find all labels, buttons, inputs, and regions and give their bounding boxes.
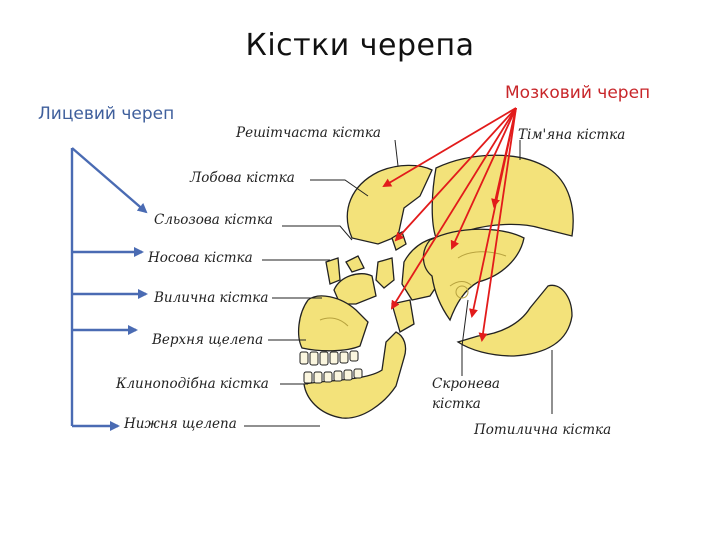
facial-arrows <box>70 147 148 431</box>
nasal-bone <box>325 257 341 285</box>
occipital-bone <box>456 284 573 357</box>
label-mandible: Нижня щелепа <box>124 416 237 432</box>
label-temporal-line1: Скронева <box>432 376 500 392</box>
palatine-fragment <box>375 257 395 289</box>
label-ethmoid: Решітчаста кістка <box>236 125 381 141</box>
label-lacrimal: Сльозова кістка <box>154 212 273 228</box>
label-temporal-line2: кістка <box>432 396 481 412</box>
leader-lines <box>244 139 553 427</box>
label-nasal: Носова кістка <box>148 250 253 266</box>
frontal-bone <box>346 164 433 245</box>
label-zygomatic: Вилична кістка <box>154 290 269 306</box>
temporal-bone <box>422 228 525 322</box>
label-maxilla: Верхня щелепа <box>152 332 264 348</box>
facial-skull-heading: Лицевий череп <box>38 104 175 124</box>
zygomatic-bone <box>333 273 377 305</box>
vomer-fragment <box>391 299 415 333</box>
label-frontal: Лобова кістка <box>190 170 295 186</box>
upper-teeth <box>299 350 359 366</box>
cranial-arrows <box>382 107 517 342</box>
lower-teeth <box>303 368 363 384</box>
bone-shading <box>319 251 507 327</box>
lacrimal-bone <box>345 255 365 273</box>
label-parietal: Тім'яна кістка <box>518 127 626 143</box>
label-sphenoid: Клиноподібна кістка <box>116 376 269 392</box>
label-occipital: Потилична кістка <box>474 422 612 438</box>
page-title: Кістки черепа <box>245 28 475 63</box>
maxilla-bone <box>297 295 369 352</box>
cranial-skull-heading: Мозковий череп <box>505 83 651 103</box>
